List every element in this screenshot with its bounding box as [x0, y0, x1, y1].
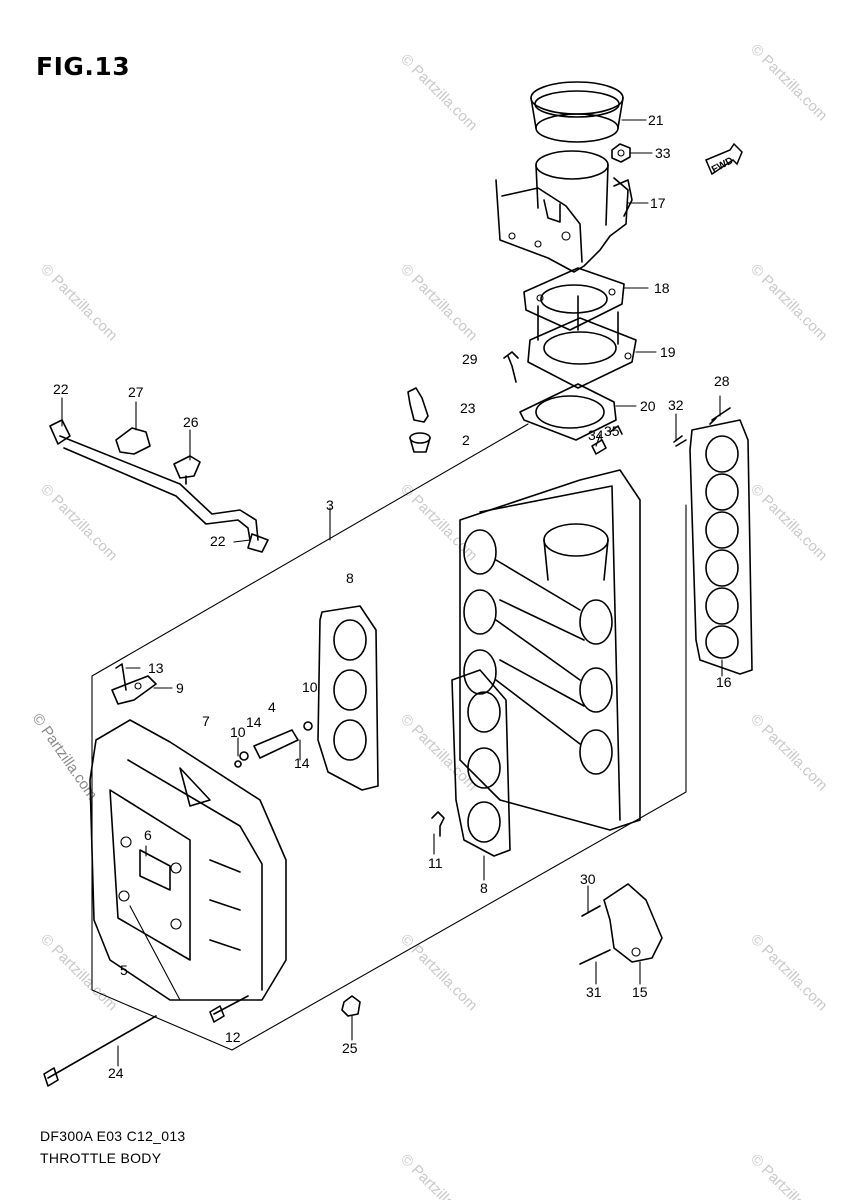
watermark-layer: © Partzilla.com © Partzilla.com © Partzi…	[29, 41, 831, 1200]
bolt-29	[503, 351, 519, 383]
figure-title: FIG.13	[36, 52, 131, 81]
watermark: © Partzilla.com	[397, 711, 480, 794]
leader-lines	[61, 119, 723, 1067]
callout-18: 18	[654, 280, 670, 296]
callout-33: 33	[655, 145, 671, 161]
callout-13: 13	[148, 660, 164, 676]
watermark: © Partzilla.com	[747, 41, 830, 124]
callout-30: 30	[580, 871, 596, 887]
bolt-32	[673, 435, 687, 447]
callout-9: 9	[176, 680, 184, 696]
sensor-bracket-9	[111, 663, 157, 705]
callout-23: 23	[460, 400, 476, 416]
bolt-24	[43, 1015, 157, 1087]
callout-7: 7	[202, 713, 210, 729]
bolt-11	[431, 811, 445, 837]
watermark: © Partzilla.com	[397, 261, 480, 344]
watermark: © Partzilla.com	[747, 481, 830, 564]
watermark: © Partzilla.com	[37, 481, 120, 564]
gasket-16	[689, 419, 753, 675]
watermark: © Partzilla.com	[747, 931, 830, 1014]
callout-35: 35	[604, 423, 620, 439]
gasket-8-lower	[451, 669, 511, 857]
callout-3: 3	[326, 497, 334, 513]
callout-14-top: 14	[246, 714, 262, 730]
callout-15: 15	[632, 984, 648, 1000]
spacer-19	[527, 295, 637, 389]
callout-19: 19	[660, 344, 676, 360]
bracket-15	[579, 883, 663, 965]
figure-code: DF300A E03 C12_013	[40, 1128, 186, 1144]
callout-25: 25	[342, 1040, 358, 1056]
callout-10-right: 10	[302, 679, 318, 695]
sensor-23	[407, 387, 429, 423]
gasket-8-upper	[317, 605, 379, 791]
intake-boot-21	[530, 81, 624, 143]
plenum-cover-7	[89, 719, 287, 1001]
figure-name: THROTTLE BODY	[40, 1150, 162, 1166]
callout-8-lower: 8	[480, 880, 488, 896]
callout-29: 29	[462, 351, 478, 367]
watermark: © Partzilla.com	[397, 51, 480, 134]
callout-20: 20	[640, 398, 656, 414]
watermark: © Partzilla.com	[747, 711, 830, 794]
fwd-arrow-tag: FWD	[705, 142, 743, 176]
clip-27	[115, 427, 151, 455]
nut-25	[341, 995, 361, 1017]
part-34	[591, 439, 607, 455]
part-callouts: 21 33 17 18 19 29 20 23 2 32 34 35 28 22…	[53, 112, 732, 1081]
callout-14-bottom: 14	[294, 755, 310, 771]
bolt-12	[209, 995, 249, 1023]
watermark: © Partzilla.com	[397, 1151, 480, 1200]
watermark: © Partzilla.com	[397, 481, 480, 564]
callout-5: 5	[120, 962, 128, 978]
gasket-20	[519, 383, 617, 441]
intake-manifold-3	[459, 469, 641, 831]
callout-4: 4	[268, 699, 276, 715]
callout-28: 28	[714, 373, 730, 389]
callout-6: 6	[144, 827, 152, 843]
part-35	[609, 425, 623, 435]
callout-10-left: 10	[230, 724, 246, 740]
callout-16: 16	[716, 674, 732, 690]
callout-17: 17	[650, 195, 666, 211]
gasket-18	[523, 267, 625, 331]
grommet-2	[409, 432, 431, 453]
watermark: © Partzilla.com	[37, 931, 120, 1014]
watermark: © Partzilla.com	[747, 261, 830, 344]
bolt-28	[709, 407, 731, 425]
callout-27: 27	[128, 384, 144, 400]
callout-31: 31	[586, 984, 602, 1000]
watermark: © Partzilla.com	[747, 1151, 830, 1200]
watermark: © Partzilla.com	[37, 261, 120, 344]
callout-2: 2	[462, 432, 470, 448]
callout-8-upper: 8	[346, 570, 354, 586]
throttle-body-17	[495, 150, 633, 273]
callout-34: 34	[588, 427, 604, 443]
watermark: © Partzilla.com	[397, 931, 480, 1014]
hose-22	[49, 419, 269, 553]
callout-24: 24	[108, 1065, 124, 1081]
callout-12: 12	[225, 1029, 241, 1045]
callout-22-bottom: 22	[210, 533, 226, 549]
callout-22-top: 22	[53, 381, 69, 397]
clip-26	[173, 455, 201, 485]
nut-33	[611, 143, 631, 163]
callout-32: 32	[668, 397, 684, 413]
callout-11: 11	[428, 855, 443, 871]
callout-26: 26	[183, 414, 199, 430]
callout-21: 21	[648, 112, 664, 128]
pipe-14	[234, 721, 313, 768]
